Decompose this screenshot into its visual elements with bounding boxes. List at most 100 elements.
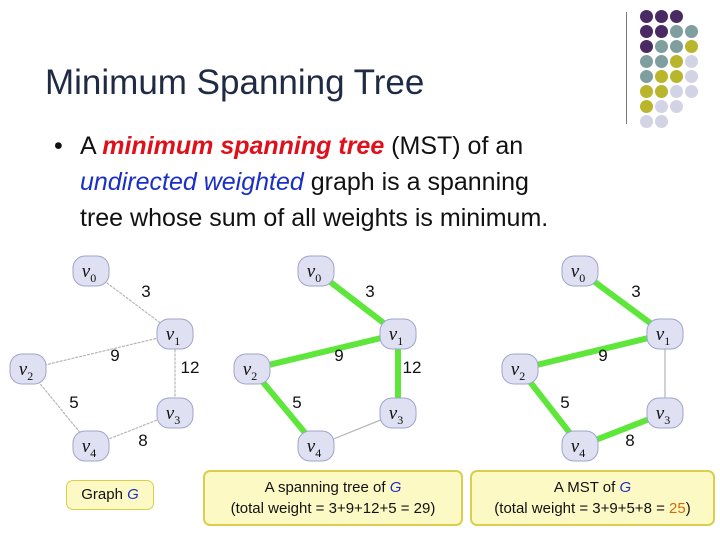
edge-weight-v3-v4: 8 [625, 431, 634, 450]
node-v2 [501, 353, 539, 385]
caption-text: Graph [81, 486, 128, 503]
node-subscript: 1 [174, 334, 180, 348]
decorative-dot [655, 85, 668, 98]
decorative-dot [640, 40, 653, 53]
node-subscript: 1 [664, 334, 670, 348]
edge-weight-v1-v3: 12 [403, 358, 422, 377]
decorative-dot [640, 10, 653, 23]
node-v0 [72, 255, 110, 287]
node-v1 [379, 318, 417, 350]
edge-weight-v3-v4: 8 [138, 431, 147, 450]
edge-weight-v0-v1: 3 [631, 282, 640, 301]
term-undirected-weighted: undirected weighted [80, 168, 304, 196]
caption-spanning-tree: A spanning tree of G (total weight = 3+9… [203, 470, 463, 526]
node-v3 [646, 397, 684, 429]
edge-v1-v2 [517, 331, 668, 372]
node-v2 [233, 353, 271, 385]
text-span: (MST) of an [384, 132, 524, 160]
decorative-dot [655, 25, 668, 38]
decorative-dot [640, 115, 653, 128]
decorative-dot [685, 40, 698, 53]
decorative-dot [640, 55, 653, 68]
node-subscript: 0 [579, 271, 585, 285]
edge-weight-v1-v2: 9 [334, 346, 343, 365]
decorative-dot [655, 55, 668, 68]
definition-line-2: undirected weighted graph is a spanning [80, 164, 529, 200]
node-v1 [646, 318, 684, 350]
definition-line-1: A minimum spanning tree (MST) of an [80, 128, 523, 164]
decorative-dot [670, 100, 683, 113]
decorative-dot [640, 85, 653, 98]
decorative-dot-grid [640, 10, 720, 130]
edge-weight-v0-v1: 3 [141, 282, 150, 301]
edge-v1-v2 [27, 333, 176, 370]
decorative-dot [655, 100, 668, 113]
decorative-dot [685, 55, 698, 68]
node-subscript: 0 [315, 271, 321, 285]
edge-v1-v2 [249, 331, 401, 372]
node-subscript: 0 [90, 271, 96, 285]
caption-var: G [127, 486, 139, 503]
decorative-dot [640, 100, 653, 113]
decorative-dot [655, 10, 668, 23]
title-divider [626, 12, 627, 124]
graph-diagrams: 391258v0v1v2v3v439125v0v1v2v3v43958v0v1v… [9, 255, 684, 462]
node-subscript: 4 [90, 446, 96, 460]
edge-weight-v2-v4: 5 [560, 393, 569, 412]
node-subscript: 4 [315, 446, 321, 460]
decorative-dot [670, 55, 683, 68]
caption-line-1: A spanning tree of G [205, 477, 461, 498]
node-subscript: 3 [664, 413, 670, 427]
node-subscript: 3 [174, 413, 180, 427]
caption-text: A MST of [553, 479, 620, 496]
caption-text: (total weight = 3+9+5+8 = [494, 500, 670, 517]
node-subscript: 2 [27, 369, 33, 383]
node-subscript: 2 [519, 369, 525, 383]
decorative-dot [685, 70, 698, 83]
node-subscript: 3 [397, 413, 403, 427]
mst-total-weight: 25 [669, 500, 686, 517]
caption-line-1: A MST of G [472, 477, 713, 498]
decorative-dot [655, 70, 668, 83]
edge-weight-v2-v4: 5 [69, 393, 78, 412]
bullet-marker: • [54, 132, 63, 160]
node-v1 [156, 318, 194, 350]
decorative-dot [655, 115, 668, 128]
caption-var: G [619, 479, 632, 496]
decorative-dot [685, 25, 698, 38]
node-v4 [297, 430, 335, 462]
edge-weight-v1-v3: 12 [181, 358, 200, 377]
node-v2 [9, 353, 47, 385]
node-v0 [297, 255, 335, 287]
decorative-dot [640, 70, 653, 83]
decorative-dot [670, 25, 683, 38]
edge-weight-v0-v1: 3 [365, 282, 374, 301]
decorative-dot [655, 40, 668, 53]
edge-weight-v1-v2: 9 [110, 346, 119, 365]
node-subscript: 1 [397, 334, 403, 348]
node-subscript: 4 [579, 446, 585, 460]
edge-weight-v1-v2: 9 [598, 346, 607, 365]
node-subscript: 2 [251, 369, 257, 383]
definition-line-3: tree whose sum of all weights is minimum… [80, 204, 549, 232]
edge-weight-v2-v4: 5 [292, 393, 301, 412]
decorative-dot [670, 40, 683, 53]
decorative-dot [640, 25, 653, 38]
caption-var: G [389, 479, 402, 496]
node-v3 [156, 397, 194, 429]
text-span: A [80, 132, 103, 160]
node-v4 [72, 430, 110, 462]
text-span: graph is a spanning [303, 168, 529, 196]
caption-line-2: (total weight = 3+9+5+8 = 25) [472, 498, 713, 519]
caption-text: ) [685, 500, 691, 517]
caption-graph-g: Graph G [66, 480, 154, 510]
node-v3 [379, 397, 417, 429]
decorative-dot [670, 85, 683, 98]
decorative-dot [670, 10, 683, 23]
decorative-dot [670, 70, 683, 83]
term-mst: minimum spanning tree [102, 132, 385, 160]
decorative-dot [685, 85, 698, 98]
